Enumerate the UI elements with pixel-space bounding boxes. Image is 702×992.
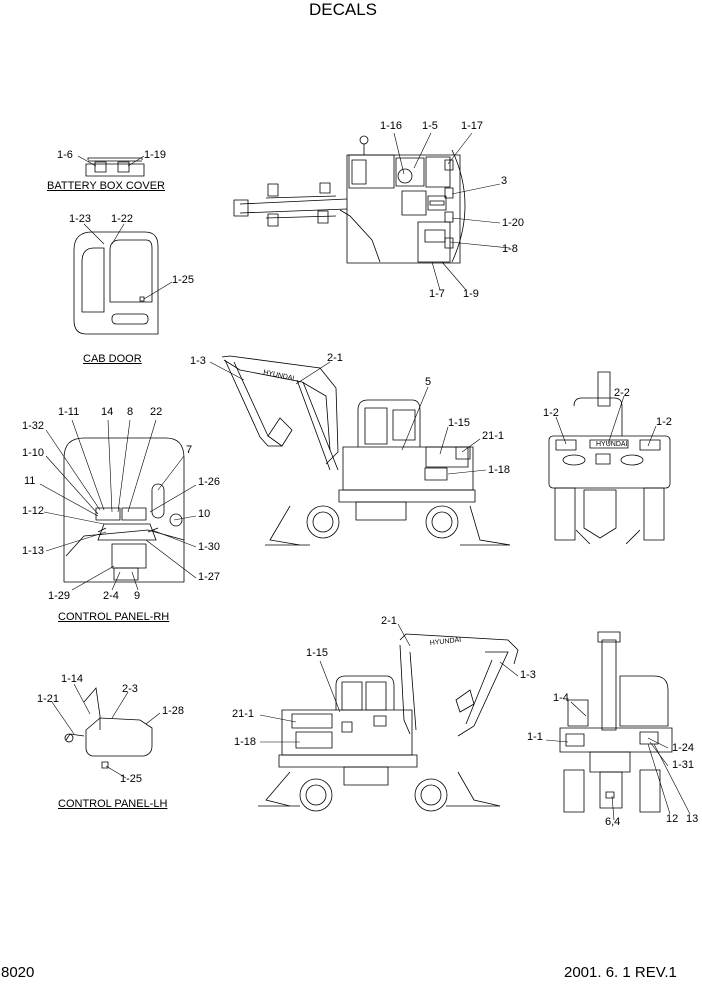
callout-front-1-24: 1-24 [672, 742, 695, 754]
callout-top-1-9: 1-9 [463, 288, 479, 300]
callout-side-right-5: 5 [425, 376, 432, 388]
callout-rh-22: 22 [150, 406, 163, 418]
callout-rh-1-29: 1-29 [48, 590, 71, 602]
rear-view-drawing [549, 372, 670, 544]
callout-front-6-4: 6,4 [605, 816, 621, 828]
callout-rh-1-26: 1-26 [198, 476, 221, 488]
callout-rh-14: 14 [101, 406, 114, 418]
callout-rear-2-2: 2-2 [614, 387, 630, 399]
callout-top-1-16: 1-16 [380, 120, 403, 132]
callout-rh-1-10: 1-10 [22, 447, 45, 459]
callout-side-right-21-1: 21-1 [482, 430, 505, 442]
callout-cab-1-23: 1-23 [69, 213, 92, 225]
callout-top-1-17: 1-17 [461, 120, 484, 132]
caption-control-panel-lh: CONTROL PANEL-LH [58, 798, 168, 810]
callout-side-right-2-1: 2-1 [327, 352, 343, 364]
callout-cab-1-22: 1-22 [111, 213, 134, 225]
brand-decal-rear: HYUNDAI [596, 441, 628, 448]
page-number: 8020 [1, 964, 35, 981]
callout-rh-1-11: 1-11 [58, 406, 80, 418]
callout-top-1-5: 1-5 [422, 120, 438, 132]
callout-front-1-31: 1-31 [672, 759, 695, 771]
caption-cab-door: CAB DOOR [83, 353, 142, 365]
brand-decal-side-right: HYUNDAI [263, 369, 295, 382]
callout-front-1-4: 1-4 [553, 692, 569, 704]
callout-top-3: 3 [501, 175, 508, 187]
callout-front-13: 13 [686, 813, 699, 825]
callout-rh-8: 8 [127, 406, 134, 418]
caption-control-panel-rh: CONTROL PANEL-RH [58, 611, 170, 623]
callout-side-left-1-3: 1-3 [520, 669, 536, 681]
callout-rear-1-2-right: 1-2 [656, 416, 672, 428]
brand-decal-side-left: HYUNDAI [429, 637, 461, 647]
callout-rh-1-12: 1-12 [22, 505, 45, 517]
control-panel-lh-drawing [65, 688, 152, 768]
callout-rh-1-32: 1-32 [22, 420, 45, 432]
right-side-view-drawing [222, 356, 510, 545]
callout-lh-1-14: 1-14 [61, 673, 84, 685]
callout-lh-1-28: 1-28 [162, 705, 185, 717]
callout-side-left-1-15: 1-15 [306, 647, 329, 659]
page-title: DECALS [309, 0, 378, 19]
leader-lines [40, 133, 690, 820]
brand-decals: HYUNDAI HYUNDAI HYUNDAI [263, 369, 628, 647]
caption-battery-box-cover: BATTERY BOX COVER [47, 180, 165, 192]
callout-side-left-21-1: 21-1 [232, 708, 255, 720]
callout-battery-1-19: 1-19 [144, 149, 167, 161]
callout-rh-2-4: 2-4 [103, 590, 119, 602]
top-view-drawing [234, 136, 465, 263]
left-side-view-drawing [258, 634, 518, 811]
control-panel-rh-drawing [64, 438, 184, 582]
revision-date: 2001. 6. 1 REV.1 [564, 964, 677, 981]
callout-rh-11: 11 [24, 475, 36, 487]
callout-lh-1-21: 1-21 [37, 693, 60, 705]
callout-rh-7: 7 [186, 444, 193, 456]
front-view-drawing [560, 632, 672, 812]
callout-side-right-1-18: 1-18 [488, 464, 511, 476]
callout-top-1-7: 1-7 [429, 288, 445, 300]
callout-cab-1-25: 1-25 [172, 274, 195, 286]
callout-battery-1-6: 1-6 [57, 149, 73, 161]
callout-rh-1-13: 1-13 [22, 545, 45, 557]
callout-rh-1-30: 1-30 [198, 541, 221, 553]
callout-rh-10: 10 [198, 508, 211, 520]
callout-rh-1-27: 1-27 [198, 571, 221, 583]
callout-lh-2-3: 2-3 [122, 683, 138, 695]
callout-lh-1-25: 1-25 [120, 773, 143, 785]
callout-side-left-1-18: 1-18 [234, 736, 257, 748]
callout-front-12: 12 [666, 813, 679, 825]
callout-side-right-1-15: 1-15 [448, 417, 471, 429]
callout-front-1-1: 1-1 [527, 731, 543, 743]
battery-box-cover-drawing [86, 158, 144, 176]
callout-top-1-8: 1-8 [502, 243, 518, 255]
callout-top-1-20: 1-20 [502, 217, 525, 229]
callout-side-right-1-3: 1-3 [190, 355, 206, 367]
callout-rh-9: 9 [134, 590, 141, 602]
callout-rear-1-2-left: 1-2 [543, 407, 559, 419]
cab-door-drawing [74, 232, 158, 334]
callout-side-left-2-1: 2-1 [381, 615, 397, 627]
